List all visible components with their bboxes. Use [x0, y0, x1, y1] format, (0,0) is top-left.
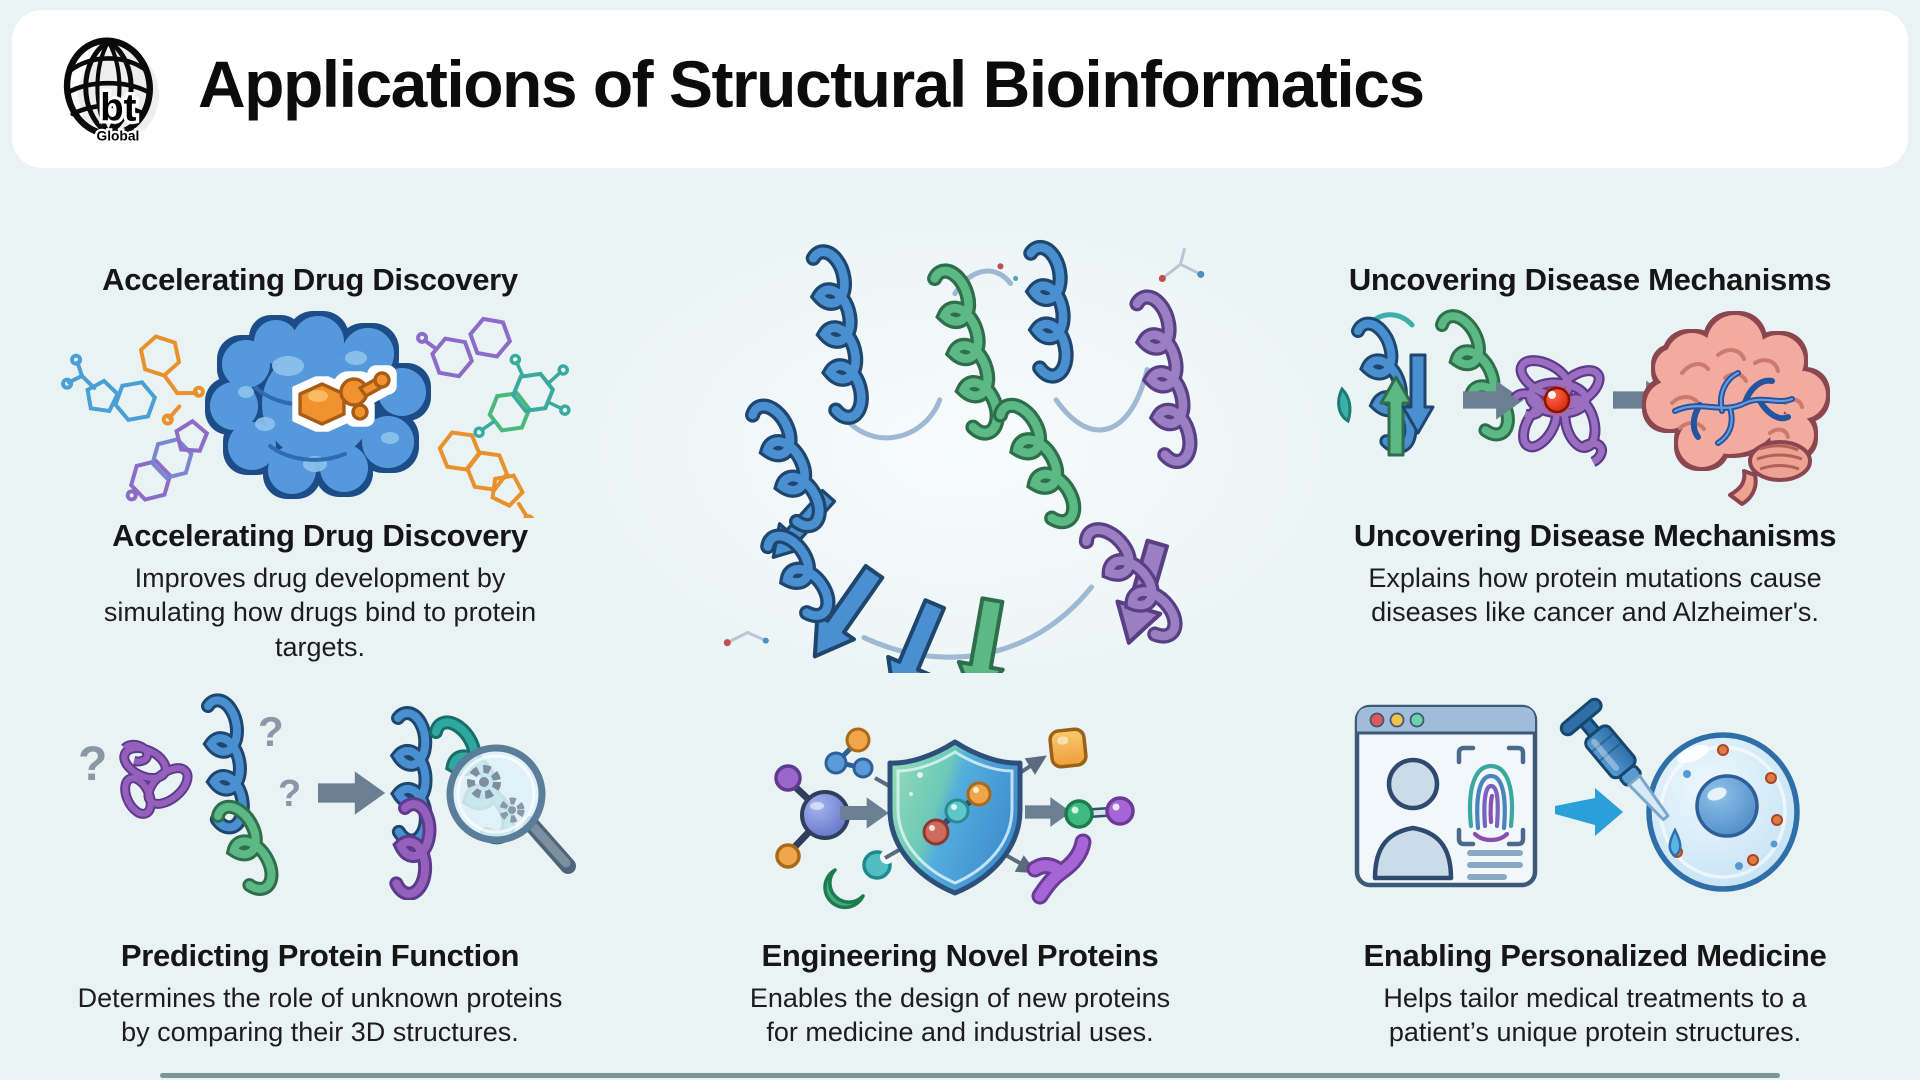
question-mark: ?	[278, 773, 301, 815]
protein-function-text-block: Predicting Protein Function Determines t…	[50, 938, 590, 1050]
logo-abbr: bt	[100, 86, 137, 129]
engineered-protein-icon	[1026, 833, 1092, 905]
magnifier-icon	[446, 744, 576, 874]
mutation-dot-icon	[1543, 386, 1571, 414]
alpha-helices	[752, 245, 1209, 650]
droplet-icon	[1668, 827, 1682, 858]
protein-function-description: Determines the role of unknown proteins …	[77, 983, 563, 1048]
protein-function-heading: Predicting Protein Function	[120, 938, 520, 973]
unknown-proteins-icon	[119, 698, 273, 892]
novel-proteins-description: Enables the design of new proteins for m…	[749, 983, 1171, 1048]
right-arrow-icon	[1025, 797, 1072, 827]
right-arrow-icon	[318, 771, 386, 815]
protein-ribbon-structure-illustration	[723, 238, 1225, 673]
output-products-icon	[1026, 727, 1135, 905]
drug-discovery-description: Improves drug development by simulating …	[103, 563, 537, 662]
protein-ligand-binding-illustration	[61, 315, 571, 518]
unknown-protein-magnifier-illustration: ? ? ?	[78, 688, 576, 900]
header-card: bt Global Applications of Structural Bio…	[12, 10, 1908, 168]
gear-icon	[467, 765, 525, 823]
personalized-medicine-description: Helps tailor medical treatments to a pat…	[1383, 983, 1807, 1048]
profile-text-lines	[1467, 850, 1523, 880]
cell-icon	[1646, 732, 1800, 892]
disease-mechanisms-description: Explains how protein mutations cause dis…	[1368, 563, 1822, 628]
blue-right-arrow-icon	[1555, 788, 1623, 836]
patient-silhouette-icon	[1372, 757, 1454, 881]
molecule-shield-illustration	[774, 727, 1135, 910]
normal-protein-icon	[1337, 313, 1509, 457]
logo-subtext: Global	[97, 129, 140, 144]
disease-mechanisms-heading: Uncovering Disease Mechanisms	[1353, 518, 1837, 553]
window-dot-yellow	[1389, 712, 1405, 728]
novel-proteins-text-block: Engineering Novel Proteins Enables the d…	[680, 938, 1240, 1050]
drug-discovery-heading: Accelerating Drug Discovery	[112, 518, 528, 553]
ligand-icon	[298, 371, 391, 426]
blood-vessels-icon	[1672, 370, 1795, 446]
drug-discovery-top-heading: Accelerating Drug Discovery	[102, 262, 518, 297]
window-dot-green	[1409, 712, 1425, 728]
bottom-accent-line	[160, 1073, 1780, 1078]
shield-icon	[887, 739, 1023, 896]
bt-global-logo: bt Global	[58, 25, 168, 153]
drug-discovery-text-block: Accelerating Drug Discovery Improves dru…	[50, 518, 590, 664]
vesicles	[1683, 770, 1778, 870]
pipette-icon	[1559, 697, 1670, 822]
personalized-medicine-heading: Enabling Personalized Medicine	[1363, 938, 1827, 973]
stick-molecule-icon	[726, 247, 1202, 645]
disease-mechanisms-top-heading: Uncovering Disease Mechanisms	[1348, 262, 1832, 297]
globe-logo-icon: bt Global	[63, 37, 159, 146]
patient-profile-cell-illustration	[1354, 697, 1800, 892]
organelles	[1671, 744, 1783, 866]
question-mark: ?	[258, 708, 284, 755]
nucleus-icon	[1695, 774, 1759, 838]
input-molecules-icon	[774, 727, 894, 910]
window-dot-red	[1369, 712, 1385, 728]
personalized-medicine-text-block: Enabling Personalized Medicine Helps tai…	[1310, 938, 1880, 1050]
fingerprint-scan-icon	[1456, 745, 1526, 847]
protein-blob-icon	[210, 316, 426, 494]
browser-window-icon	[1354, 704, 1538, 888]
brain-icon	[1646, 315, 1826, 506]
mutation-brain-disease-illustration	[1337, 303, 1826, 506]
page-title: Applications of Structural Bioinformatic…	[198, 47, 1425, 121]
small-molecules-icon	[61, 315, 571, 518]
disease-mechanisms-text-block: Uncovering Disease Mechanisms Explains h…	[1320, 518, 1870, 630]
novel-proteins-heading: Engineering Novel Proteins	[761, 938, 1159, 973]
question-mark: ?	[78, 738, 107, 791]
mutated-protein-icon	[1510, 355, 1608, 467]
